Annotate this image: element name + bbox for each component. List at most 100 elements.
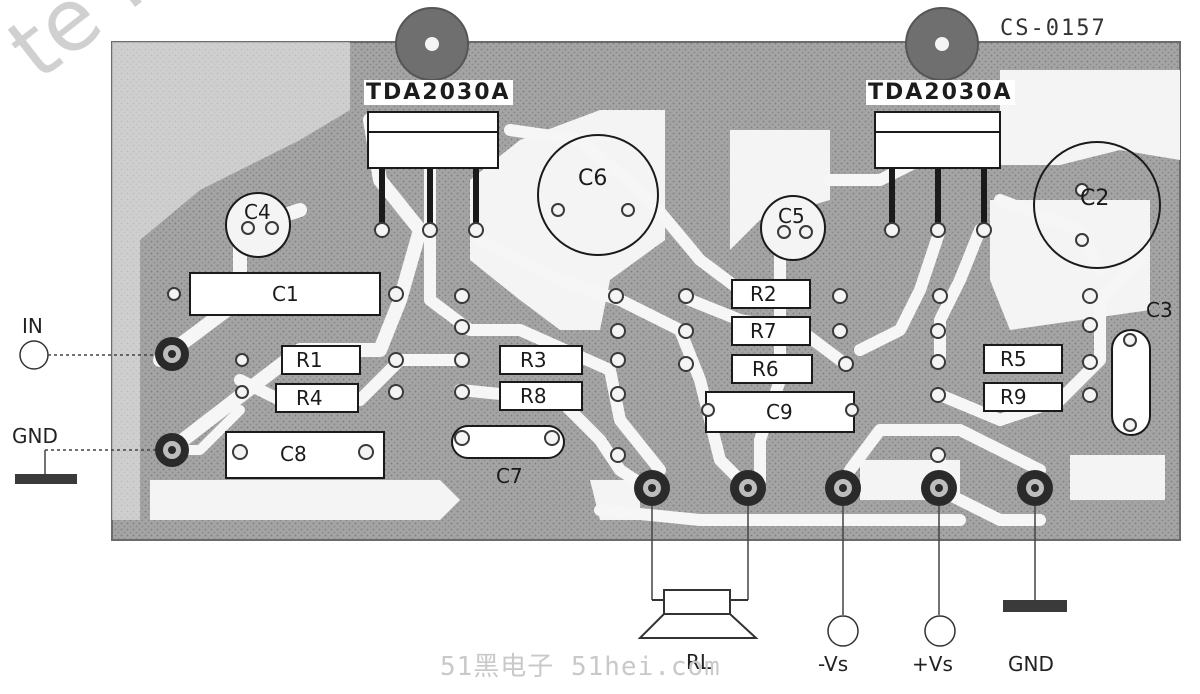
pad [838,356,854,372]
pad [241,221,255,235]
pad [845,403,859,417]
label-c6: C6 [578,166,608,191]
label-c2: C2 [1080,186,1110,211]
pad [358,444,374,460]
pad [930,222,946,238]
pad [1082,354,1098,370]
pad [374,222,390,238]
copper-free-area [990,200,1150,330]
label-c8: C8 [280,442,307,466]
copper-free-area [730,130,830,250]
capacitor-c4-outline [225,192,291,258]
pad [930,447,946,463]
pad [610,323,626,339]
trace [234,354,466,406]
pad [1082,317,1098,333]
pad [388,352,404,368]
external-wiring [19,340,1036,647]
ic-u2 [874,111,1001,225]
pad [454,352,470,368]
label-plus-vs: +Vs [912,652,953,676]
resistor-r7-body [731,316,811,346]
resistor-r4-body [275,383,359,413]
pad [551,203,565,217]
loudspeaker-icon [637,589,759,639]
pad [454,430,470,446]
pad [832,288,848,304]
resistor-r1-body [281,345,361,375]
pad [777,225,791,239]
ic-u1-label: TDA2030A [364,80,513,105]
capacitor-c1-body [189,272,381,316]
capacitor-c2-outline [1033,141,1161,269]
pad [235,353,249,367]
capacitor-c7-body [451,425,565,459]
label-r5: R5 [1000,347,1027,371]
board-code-label: CS-0157 [1000,16,1107,41]
label-c1: C1 [272,282,299,306]
pad [388,384,404,400]
pad [388,286,404,302]
trace [594,504,966,526]
plus-vs-terminal-circle [924,615,956,647]
minus-vs-terminal-circle [827,615,859,647]
pad [1075,183,1089,197]
pad [265,221,279,235]
footer-watermark: 51黑电子 51hei.com [440,652,721,682]
capacitor-c8-body [225,431,385,479]
pad [930,323,946,339]
capacitor-c5-outline [760,195,826,261]
trace [934,224,986,366]
pad [232,444,248,460]
pad [610,386,626,402]
ic-u1 [367,111,499,225]
trace [844,424,1046,476]
pad [976,222,992,238]
label-c9: C9 [766,400,793,424]
pad [167,287,181,301]
resistor-r2-body [731,279,811,309]
pad [1082,387,1098,403]
copper-free-area [1070,455,1165,500]
pad [468,222,484,238]
ground-symbol-right [1003,600,1067,612]
capacitor-c3-body [1111,329,1151,436]
copper-free-area [112,42,350,520]
capacitor-c6-outline [537,134,659,256]
pad [610,352,626,368]
heatsink-hole-center [425,37,439,51]
resistor-r5-body [983,344,1063,374]
pad [884,222,900,238]
pad [799,225,813,239]
heatsink-hole-center [935,37,949,51]
pad [930,354,946,370]
label-r7: R7 [750,319,777,343]
trace [424,134,666,476]
copper-free-area [150,480,460,520]
label-in: IN [22,314,43,338]
pad [1082,288,1098,304]
pad [608,288,624,304]
pad [422,222,438,238]
label-c5: C5 [778,204,805,228]
pad [1075,233,1089,247]
pad [454,384,470,400]
label-r4: R4 [296,386,323,410]
label-r1: R1 [296,348,323,372]
label-r3: R3 [520,348,547,372]
pad [454,319,470,335]
pad [832,323,848,339]
pad [678,323,694,339]
ic-u2-label: TDA2030A [866,80,1015,105]
label-r2: R2 [750,282,777,306]
label-gnd-right: GND [1008,652,1054,676]
pads [167,183,1137,463]
pad [610,447,626,463]
pad [932,288,948,304]
copper-free-area [1000,70,1180,165]
pad [235,385,249,399]
label-c7: C7 [496,464,523,488]
label-r6: R6 [752,357,779,381]
